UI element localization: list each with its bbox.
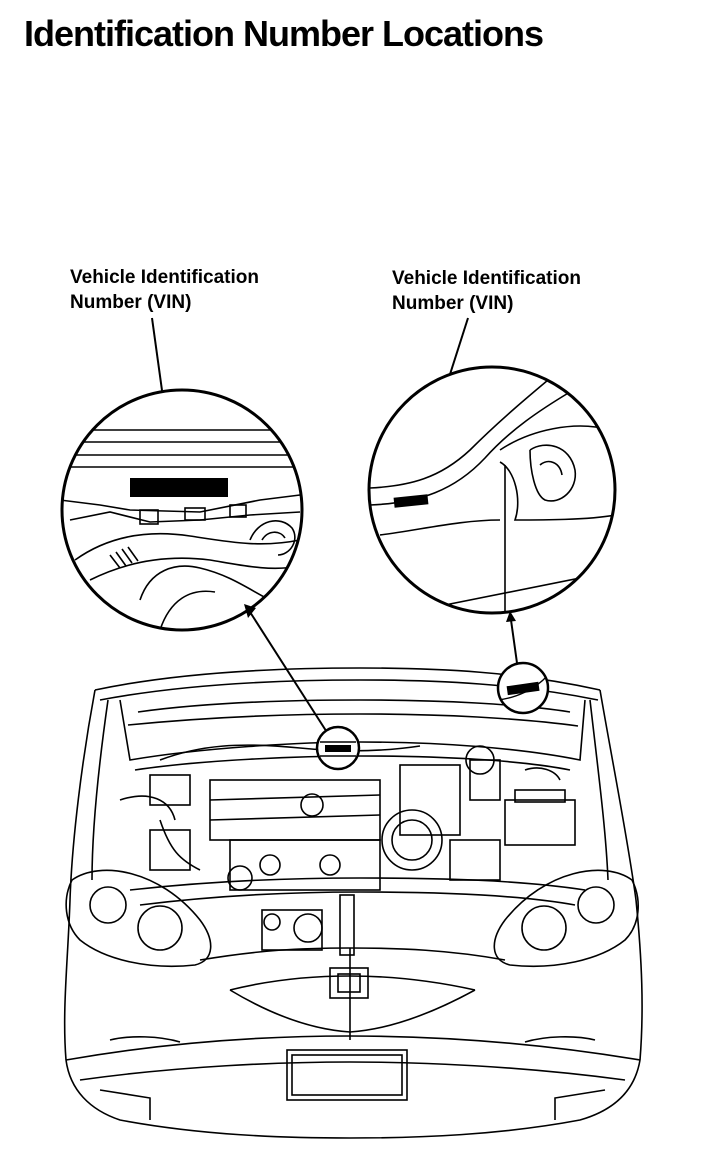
detail-circle-left — [60, 388, 304, 632]
vin-callout-right-line2: Number (VIN) — [392, 293, 514, 314]
location-arrows — [244, 604, 518, 738]
vin-callout-label-right: Vehicle Identification Number (VIN) — [392, 266, 581, 316]
vin-plate-left — [130, 478, 228, 497]
vin-callout-left-line1: Vehicle Identification — [70, 267, 259, 288]
vin-callout-label-left: Vehicle Identification Number (VIN) — [70, 265, 259, 315]
vin-plate-right — [393, 494, 429, 508]
vin-location-marker-windshield — [496, 661, 550, 715]
vin-callout-left-line2: Number (VIN) — [70, 292, 192, 313]
page-title: Identification Number Locations — [24, 13, 544, 54]
vin-callout-right-line1: Vehicle Identification — [392, 268, 581, 289]
vin-location-marker-engine — [315, 725, 361, 771]
detail-circle-right — [367, 365, 617, 615]
